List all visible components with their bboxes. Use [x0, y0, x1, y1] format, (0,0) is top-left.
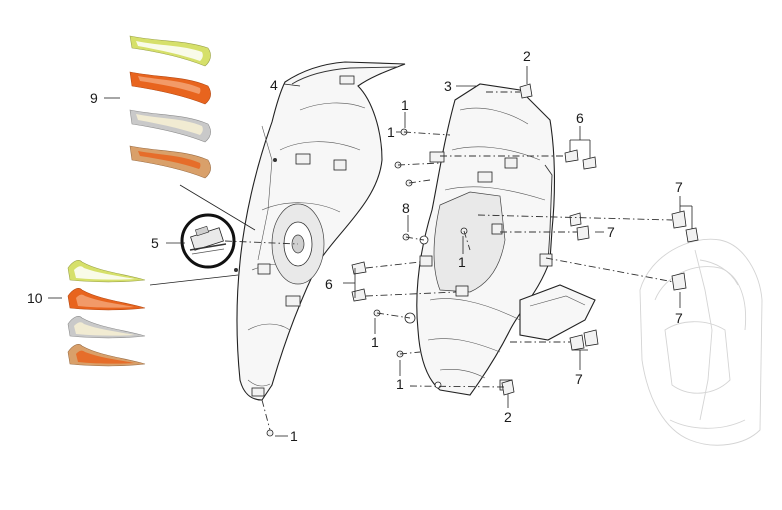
decal-stripe-highlight [76, 294, 134, 308]
decal-stripe-highlight [138, 76, 201, 94]
callout-2-top: 2 [523, 48, 531, 64]
decal-stripe-white-inner [74, 266, 135, 280]
leader-lines [48, 66, 693, 437]
decal-set-10 [67, 260, 146, 367]
decal-stripe-orange-inner [76, 350, 134, 364]
callout-8: 8 [402, 200, 410, 216]
decal-stripe-cream [136, 114, 203, 135]
callout-3: 3 [444, 78, 452, 94]
decal-stripe-cream [74, 322, 135, 336]
callout-7-far-top: 7 [675, 179, 683, 195]
assembly-lines [224, 91, 675, 431]
callout-1-panel-bottom: 1 [290, 428, 298, 444]
front-outer-panel [234, 61, 406, 401]
callout-6-left: 6 [325, 276, 333, 292]
callout-1-top: 1 [401, 97, 409, 113]
decal-stripe-white-inner [136, 41, 203, 61]
callout-1-center: 1 [458, 254, 466, 270]
callout-9: 9 [90, 90, 98, 106]
callout-1-bottom: 1 [396, 376, 404, 392]
decal-stripe-orange-inner [138, 151, 201, 169]
inner-leg-shield-panel [404, 83, 596, 396]
callout-7-mid: 7 [607, 224, 615, 240]
callout-7-bottom: 7 [575, 371, 583, 387]
decal-set-9 [129, 35, 211, 179]
callout-10: 10 [27, 290, 43, 306]
decal-stripe-tan [129, 145, 211, 179]
callout-1-upper: 1 [387, 124, 395, 140]
callout-4: 4 [270, 77, 278, 93]
callout-6-right: 6 [576, 110, 584, 126]
callout-7-far-bottom: 7 [675, 310, 683, 326]
callout-1-lower: 1 [371, 334, 379, 350]
emblem-badge [180, 213, 236, 269]
scooter-ghost-outline [639, 238, 763, 446]
callout-labels: 9 4 5 10 3 2 1 1 6 8 7 7 1 6 7 1 7 1 2 1 [27, 48, 683, 444]
callout-5: 5 [151, 235, 159, 251]
hardware-fasteners [266, 83, 699, 437]
callout-2-bottom: 2 [504, 409, 512, 425]
